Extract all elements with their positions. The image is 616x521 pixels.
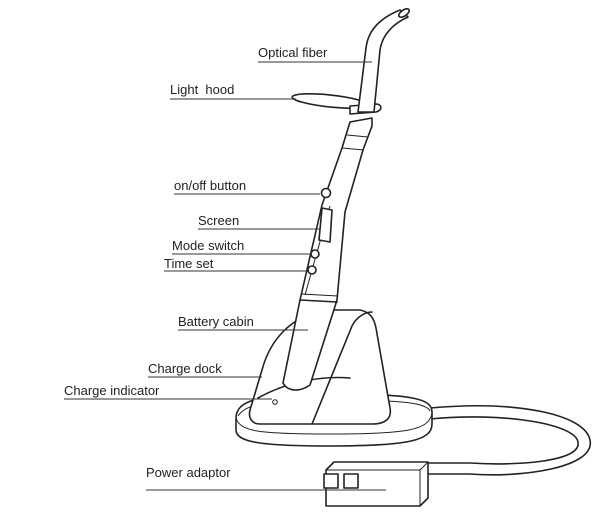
mode-switch-button-shape[interactable] (311, 250, 319, 258)
adaptor-prong-1 (324, 474, 338, 488)
label-screen: Screen (198, 213, 239, 228)
label-battery-cabin: Battery cabin (178, 314, 254, 329)
label-time-set: Time set (164, 256, 214, 271)
label-charge-dock: Charge dock (148, 361, 222, 376)
adaptor-prong-2 (344, 474, 358, 488)
power-cable (428, 406, 590, 475)
optical-fiber (358, 7, 411, 112)
label-light-hood: Light hood (170, 82, 234, 97)
label-mode-switch: Mode switch (172, 238, 244, 253)
label-on-off-button: on/off button (174, 178, 246, 193)
time-set-button-shape[interactable] (308, 266, 316, 274)
label-power-adaptor: Power adaptor (146, 465, 231, 480)
screen (319, 208, 332, 242)
on-off-button-shape[interactable] (322, 189, 331, 198)
label-charge-indicator: Charge indicator (64, 383, 160, 398)
label-optical-fiber: Optical fiber (258, 45, 328, 60)
power-adaptor (324, 462, 428, 506)
